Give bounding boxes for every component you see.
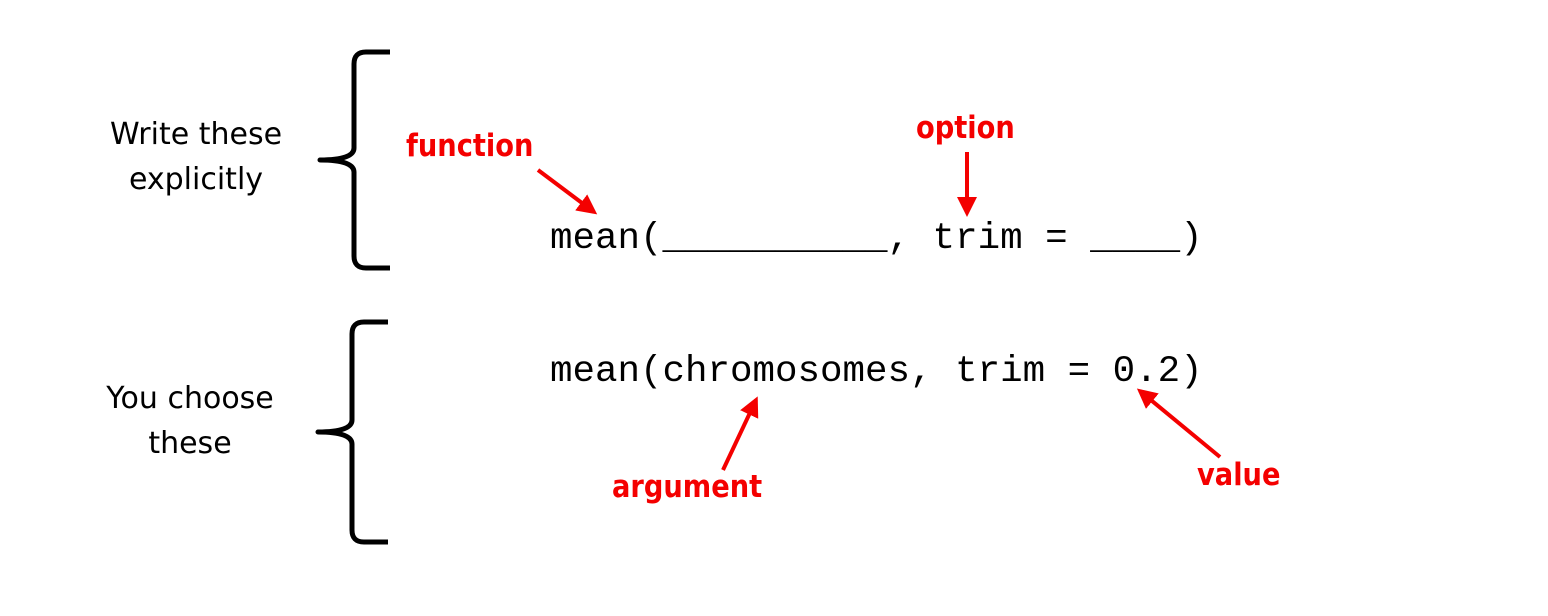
argument-annotation: argument <box>612 469 763 505</box>
option-annotation: option <box>916 110 1015 146</box>
value-annotation: value <box>1197 457 1281 493</box>
lower-brace <box>315 319 388 545</box>
upper-brace <box>317 49 390 271</box>
explicit-group-label: Write these explicitly <box>76 112 316 202</box>
template-code-line: mean(__________, trim = ____) <box>550 218 1203 260</box>
choose-label-line1: You choose <box>106 381 274 416</box>
function-annotation: function <box>406 128 534 164</box>
explicit-label-line2: explicitly <box>128 162 264 197</box>
function-arrow <box>536 168 598 215</box>
choose-group-label: You choose these <box>70 376 310 466</box>
value-arrow <box>1136 388 1222 459</box>
choose-label-line2: these <box>148 426 232 461</box>
explicit-label-line1: Write these <box>109 117 283 152</box>
example-code-line: mean(chromosomes, trim = 0.2) <box>550 351 1203 393</box>
argument-arrow <box>721 396 759 471</box>
